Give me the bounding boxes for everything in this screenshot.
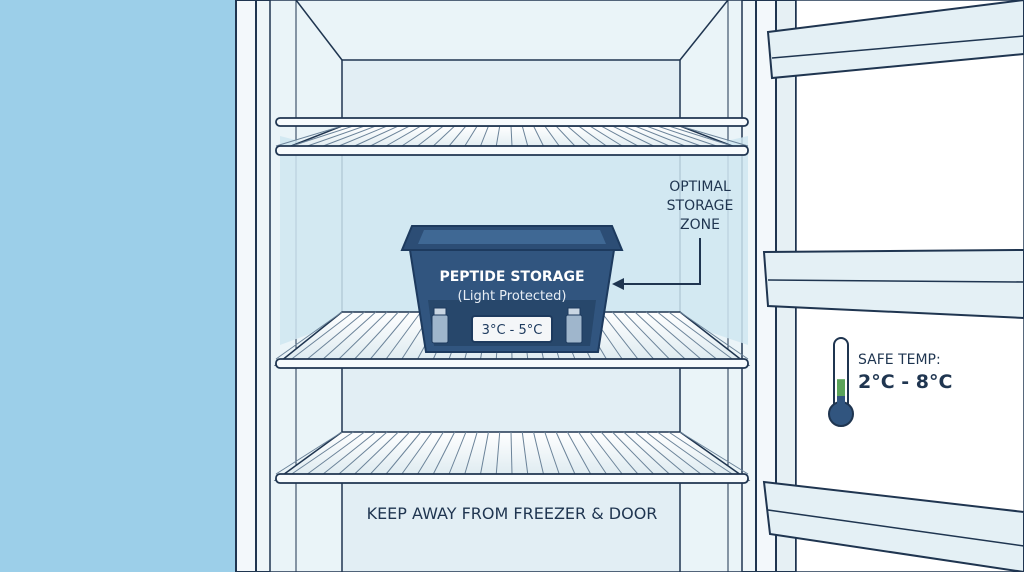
zone-label-line-2: STORAGE xyxy=(667,198,734,214)
background-wall xyxy=(0,0,236,572)
container-title: PEPTIDE STORAGE xyxy=(439,269,584,285)
arrow-left-icon xyxy=(622,238,701,285)
vial-icon xyxy=(565,307,583,344)
thermometer-icon xyxy=(828,337,854,427)
container-subtitle: (Light Protected) xyxy=(458,289,567,304)
wire-shelf-3 xyxy=(273,431,751,484)
zone-label-line-3: ZONE xyxy=(680,217,720,233)
safe-temp-title: SAFE TEMP: xyxy=(858,352,941,368)
container-temp-label-box xyxy=(471,315,553,343)
vial-icon xyxy=(431,307,449,344)
container-temp: 3°C - 5°C xyxy=(482,323,543,338)
footer-note: KEEP AWAY FROM FREEZER & DOOR xyxy=(367,504,658,523)
safe-temp-range: 2°C - 8°C xyxy=(858,371,952,393)
wire-shelf-1 xyxy=(275,117,749,156)
zone-label-line-1: OPTIMAL xyxy=(669,179,731,195)
fridge-door xyxy=(762,0,1024,572)
peptide-container: 3°C - 5°C PEPTIDE STORAGE (Light Protect… xyxy=(400,225,624,353)
